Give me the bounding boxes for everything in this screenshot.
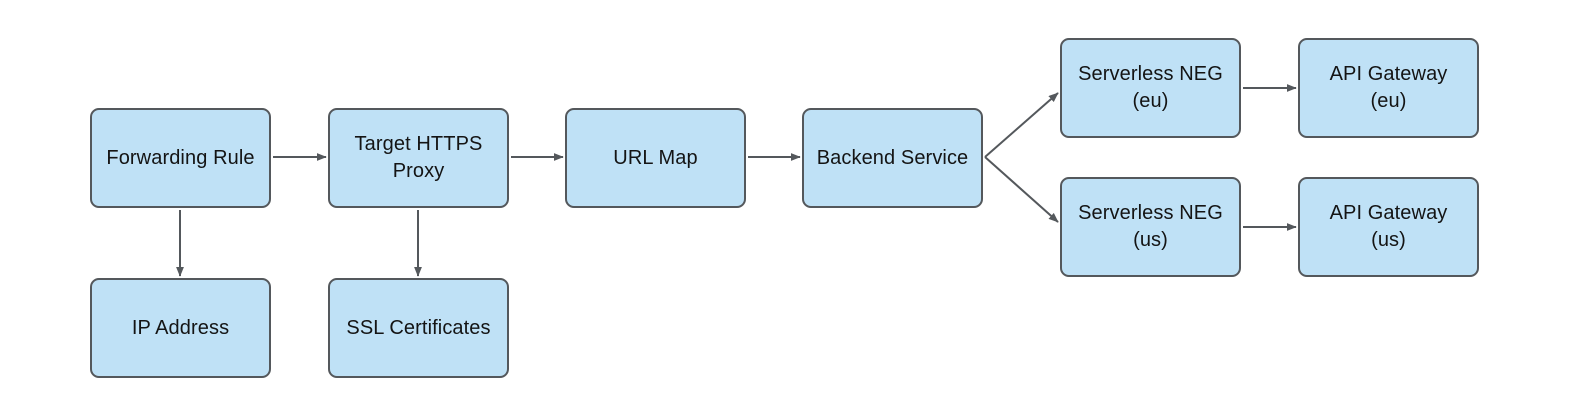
node-serverless-neg-eu[interactable]: Serverless NEG (eu) xyxy=(1060,38,1241,138)
node-serverless-neg-us[interactable]: Serverless NEG (us) xyxy=(1060,177,1241,277)
edge-backend-service-to-serverless-neg-eu xyxy=(984,92,1059,158)
node-backend-service[interactable]: Backend Service xyxy=(802,108,983,208)
node-api-gateway-eu[interactable]: API Gateway (eu) xyxy=(1298,38,1479,138)
node-ssl-certificates[interactable]: SSL Certificates xyxy=(328,278,509,378)
node-api-gateway-us[interactable]: API Gateway (us) xyxy=(1298,177,1479,277)
edge-backend-service-to-serverless-neg-us xyxy=(984,156,1059,223)
node-url-map[interactable]: URL Map xyxy=(565,108,746,208)
node-target-https-proxy[interactable]: Target HTTPS Proxy xyxy=(328,108,509,208)
node-forwarding-rule[interactable]: Forwarding Rule xyxy=(90,108,271,208)
node-ip-address[interactable]: IP Address xyxy=(90,278,271,378)
